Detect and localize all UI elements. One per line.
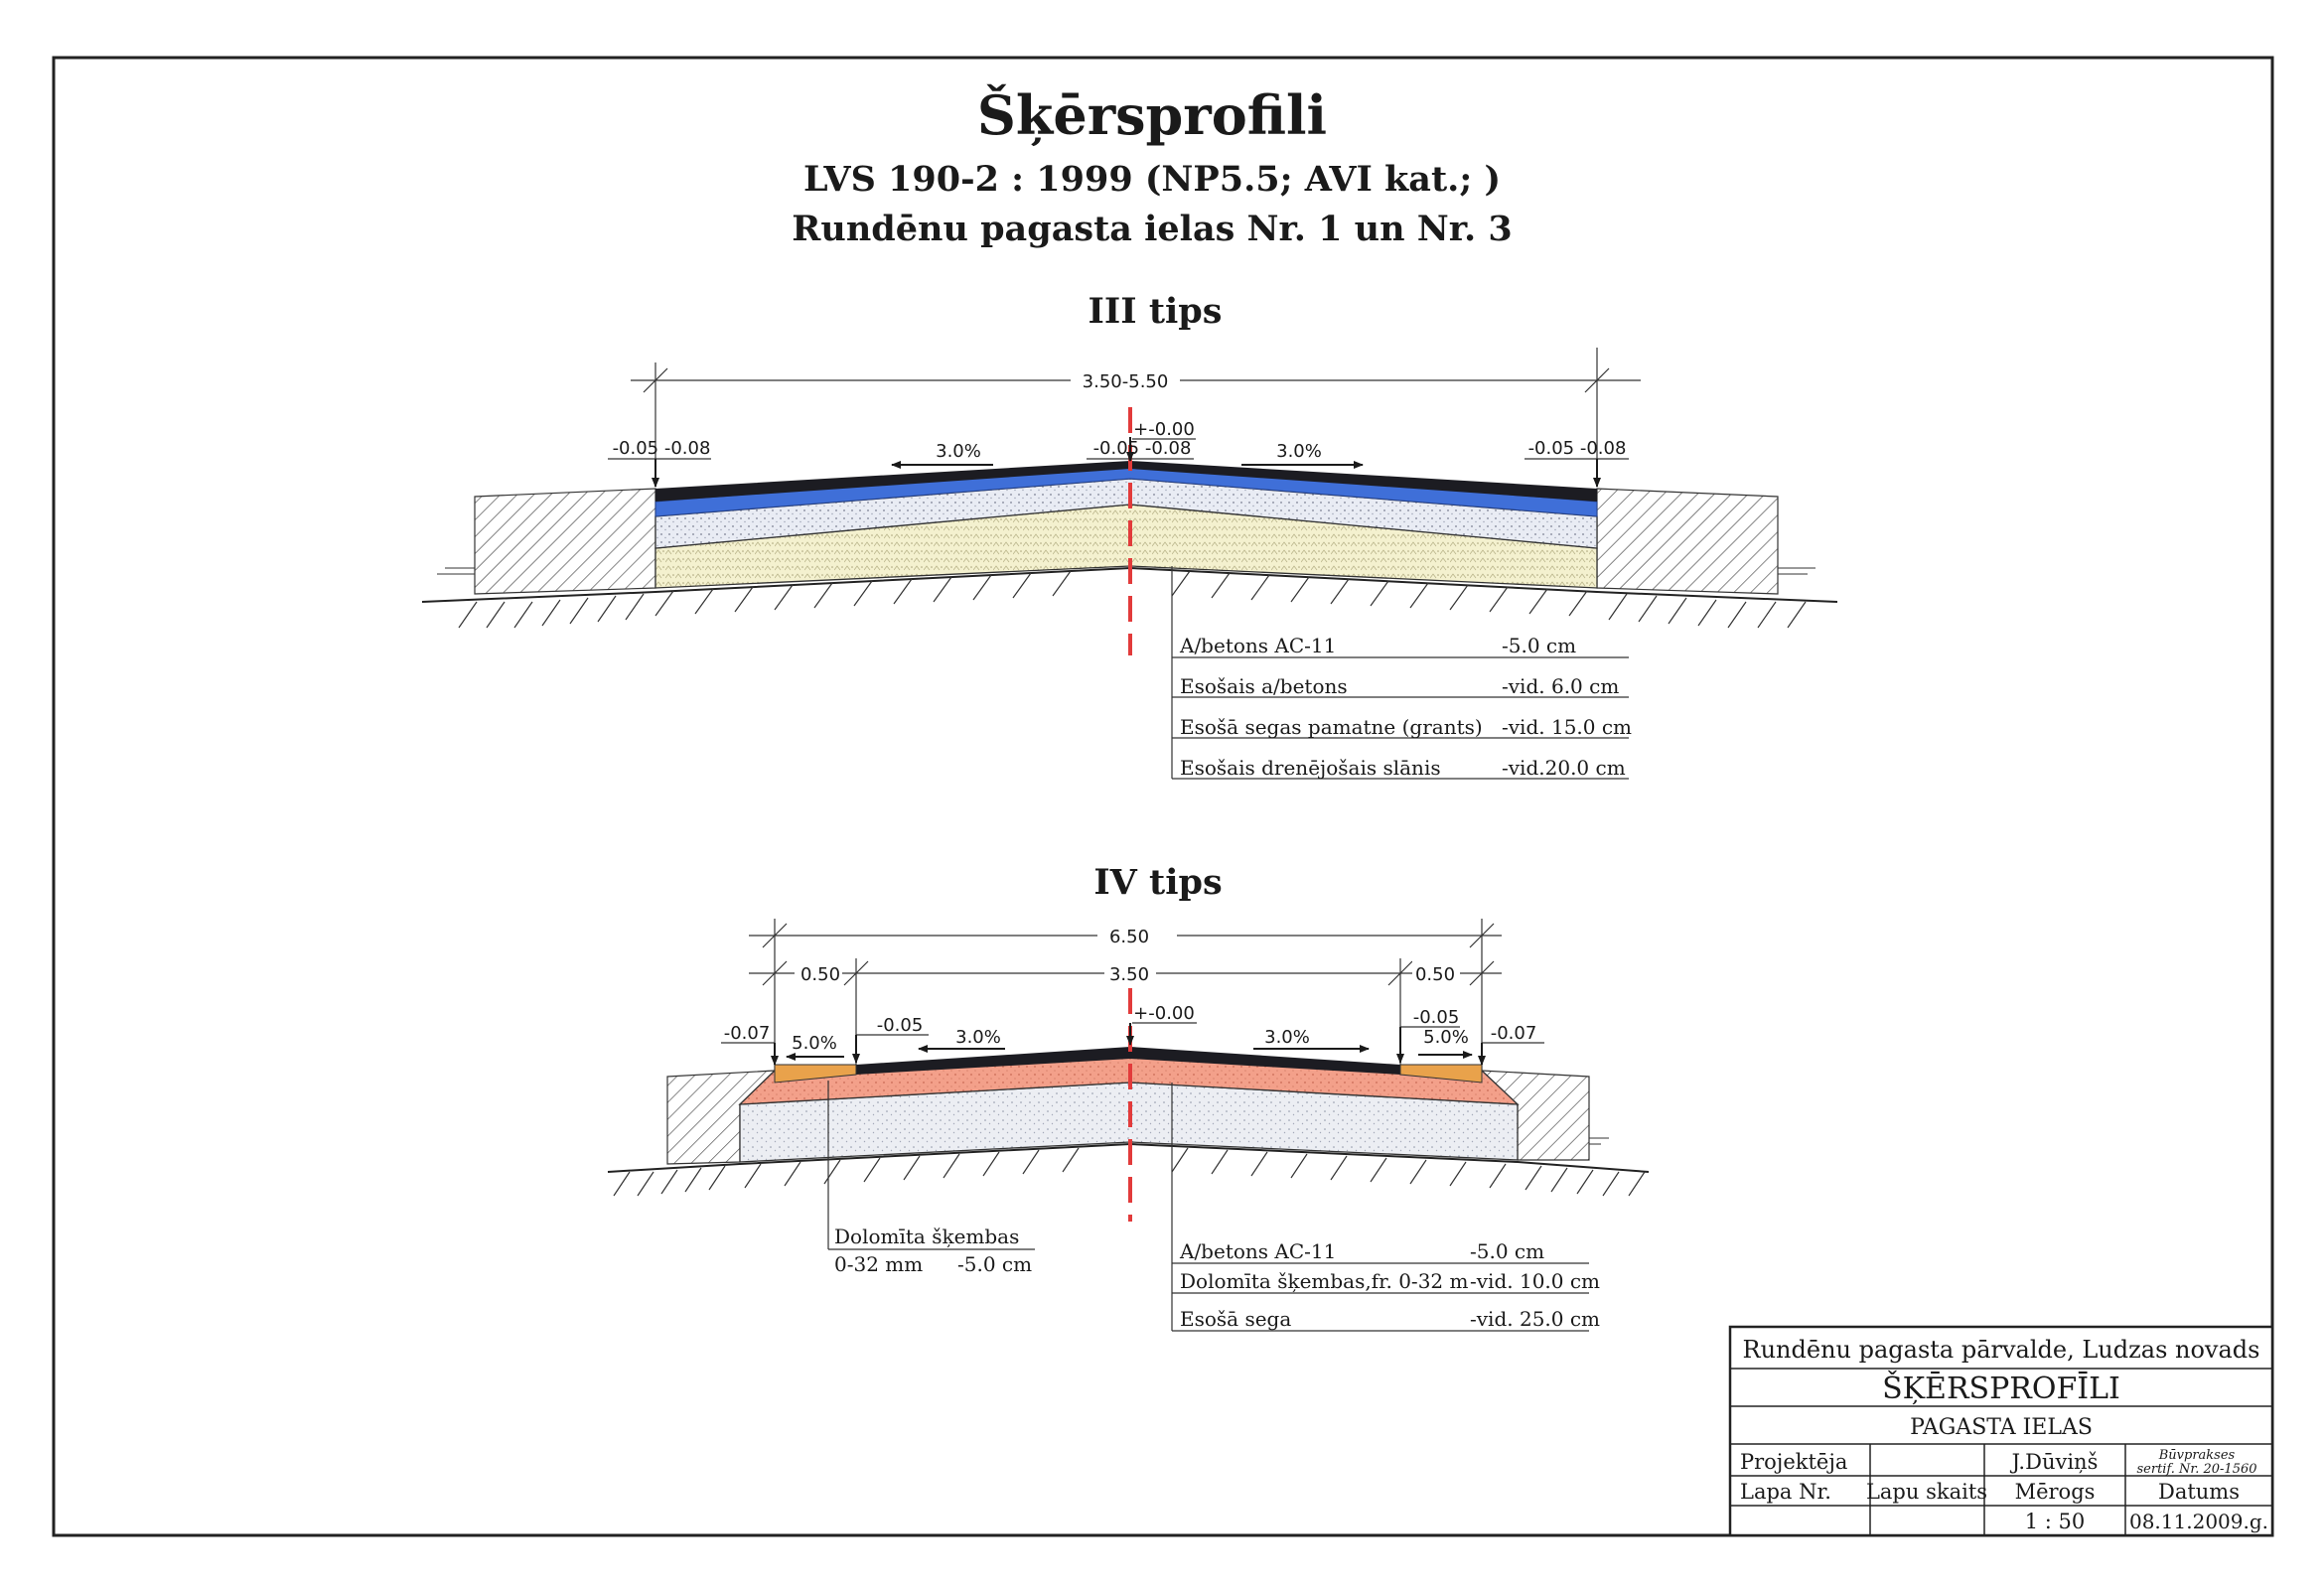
layer-value: -vid.20.0 cm <box>1502 756 1626 780</box>
shoulder-material-value: -5.0 cm <box>957 1252 1032 1276</box>
sheet-number-label: Lapa Nr. <box>1740 1480 1831 1504</box>
title-block-org: Rundēnu pagasta pārvalde, Ludzas novads <box>1743 1336 2260 1364</box>
sheet-count-label: Lapu skaits <box>1866 1480 1987 1504</box>
layer-value: -vid. 15.0 cm <box>1502 715 1632 739</box>
sheet-frame <box>52 56 2274 1537</box>
section-iii-center-top: +-0.00 <box>1133 419 1195 440</box>
section-iii-right-marks: -0.05 -0.08 <box>1528 438 1627 459</box>
layer-name: A/betons AC-11 <box>1179 634 1336 657</box>
section-iv-right-outer: -0.07 <box>1491 1023 1537 1044</box>
object-subtitle: Rundēnu pagasta ielas Nr. 1 un Nr. 3 <box>792 209 1512 249</box>
designer-label: Projektēja <box>1740 1450 1847 1474</box>
section-iv-slope-right: 3.0% <box>1264 1027 1310 1048</box>
shoulder-material-spec: 0-32 mm <box>834 1252 923 1276</box>
section-iv-left-outer: -0.07 <box>724 1023 771 1044</box>
layer-name: Dolomīta šķembas,fr. 0-32 m <box>1180 1269 1468 1293</box>
layer-name: Esošā sega <box>1180 1307 1291 1331</box>
section-iv-layer-table: A/betons AC-11 -5.0 cm Dolomīta šķembas,… <box>1172 1239 1600 1332</box>
cert-line2: sertif. Nr. 20-1560 <box>2136 1462 2256 1477</box>
layer-value: -vid. 6.0 cm <box>1502 674 1619 698</box>
section-iv-shoulder-left: 0.50 <box>800 964 840 985</box>
layer-name: Esošais a/betons <box>1180 674 1348 698</box>
scale-value: 1 : 50 <box>2025 1510 2086 1533</box>
section-iv-slope-left: 3.0% <box>955 1027 1001 1048</box>
scale-label: Mērogs <box>2015 1480 2096 1504</box>
layer-value: -vid. 10.0 cm <box>1470 1269 1600 1293</box>
section-iii-layer-table: A/betons AC-11 -5.0 cm Esošais a/betons … <box>1172 634 1632 780</box>
layer-value: -vid. 25.0 cm <box>1470 1307 1600 1331</box>
section-iii-left-slope: 3.0% <box>936 441 981 462</box>
section-iii-center-marks: -0.05 -0.08 <box>1093 438 1192 459</box>
layer-value: -5.0 cm <box>1502 634 1576 657</box>
section-iv-shoulder-slope-right: 5.0% <box>1423 1027 1469 1048</box>
cert-line1: Būvprakses <box>2158 1448 2236 1463</box>
title-block-drawing: ŠĶĒRSPROFĪLI <box>1882 1371 2120 1406</box>
section-iii-left-marks: -0.05 -0.08 <box>613 438 711 459</box>
section-iv-profile: IV tips 6.50 0.50 3.50 0.50 <box>607 862 1650 1332</box>
shoulder-material-name: Dolomīta šķembas <box>834 1225 1019 1248</box>
section-iv-heading: IV tips <box>1093 862 1222 903</box>
date-value: 08.11.2009.g. <box>2129 1510 2268 1533</box>
date-label: Datums <box>2158 1480 2240 1504</box>
standard-subtitle: LVS 190-2 : 1999 (NP5.5; AVI kat.; ) <box>803 159 1501 200</box>
section-iv-total-width: 6.50 <box>1109 927 1149 947</box>
section-iv-center-top: +-0.00 <box>1133 1003 1195 1024</box>
layer-name: Esošais drenējošais slānis <box>1180 756 1441 780</box>
section-iv-shoulder-right: 0.50 <box>1415 964 1455 985</box>
section-iii-total-width: 3.50-5.50 <box>1083 371 1169 392</box>
layer-value: -5.0 cm <box>1470 1239 1544 1263</box>
section-iv-right-inner: -0.05 <box>1413 1007 1460 1028</box>
section-iii-profile: III tips 3.50-5.50 <box>421 291 1838 780</box>
section-iii-right-slope: 3.0% <box>1276 441 1322 462</box>
section-iii-heading: III tips <box>1089 291 1223 332</box>
title-block: Rundēnu pagasta pārvalde, Ludzas novads … <box>1728 1325 2274 1537</box>
page-title: Šķērsprofili <box>977 83 1327 147</box>
section-iv-shoulder-slope-left: 5.0% <box>792 1033 837 1054</box>
designer-name: J.Dūviņš <box>2010 1450 2099 1474</box>
section-iv-left-inner: -0.05 <box>877 1015 924 1036</box>
layer-name: A/betons AC-11 <box>1179 1239 1336 1263</box>
section-iv-mid-width: 3.50 <box>1109 964 1149 985</box>
title-block-object: PAGASTA IELAS <box>1910 1415 2093 1440</box>
layer-name: Esošā segas pamatne (grants) <box>1180 715 1483 739</box>
